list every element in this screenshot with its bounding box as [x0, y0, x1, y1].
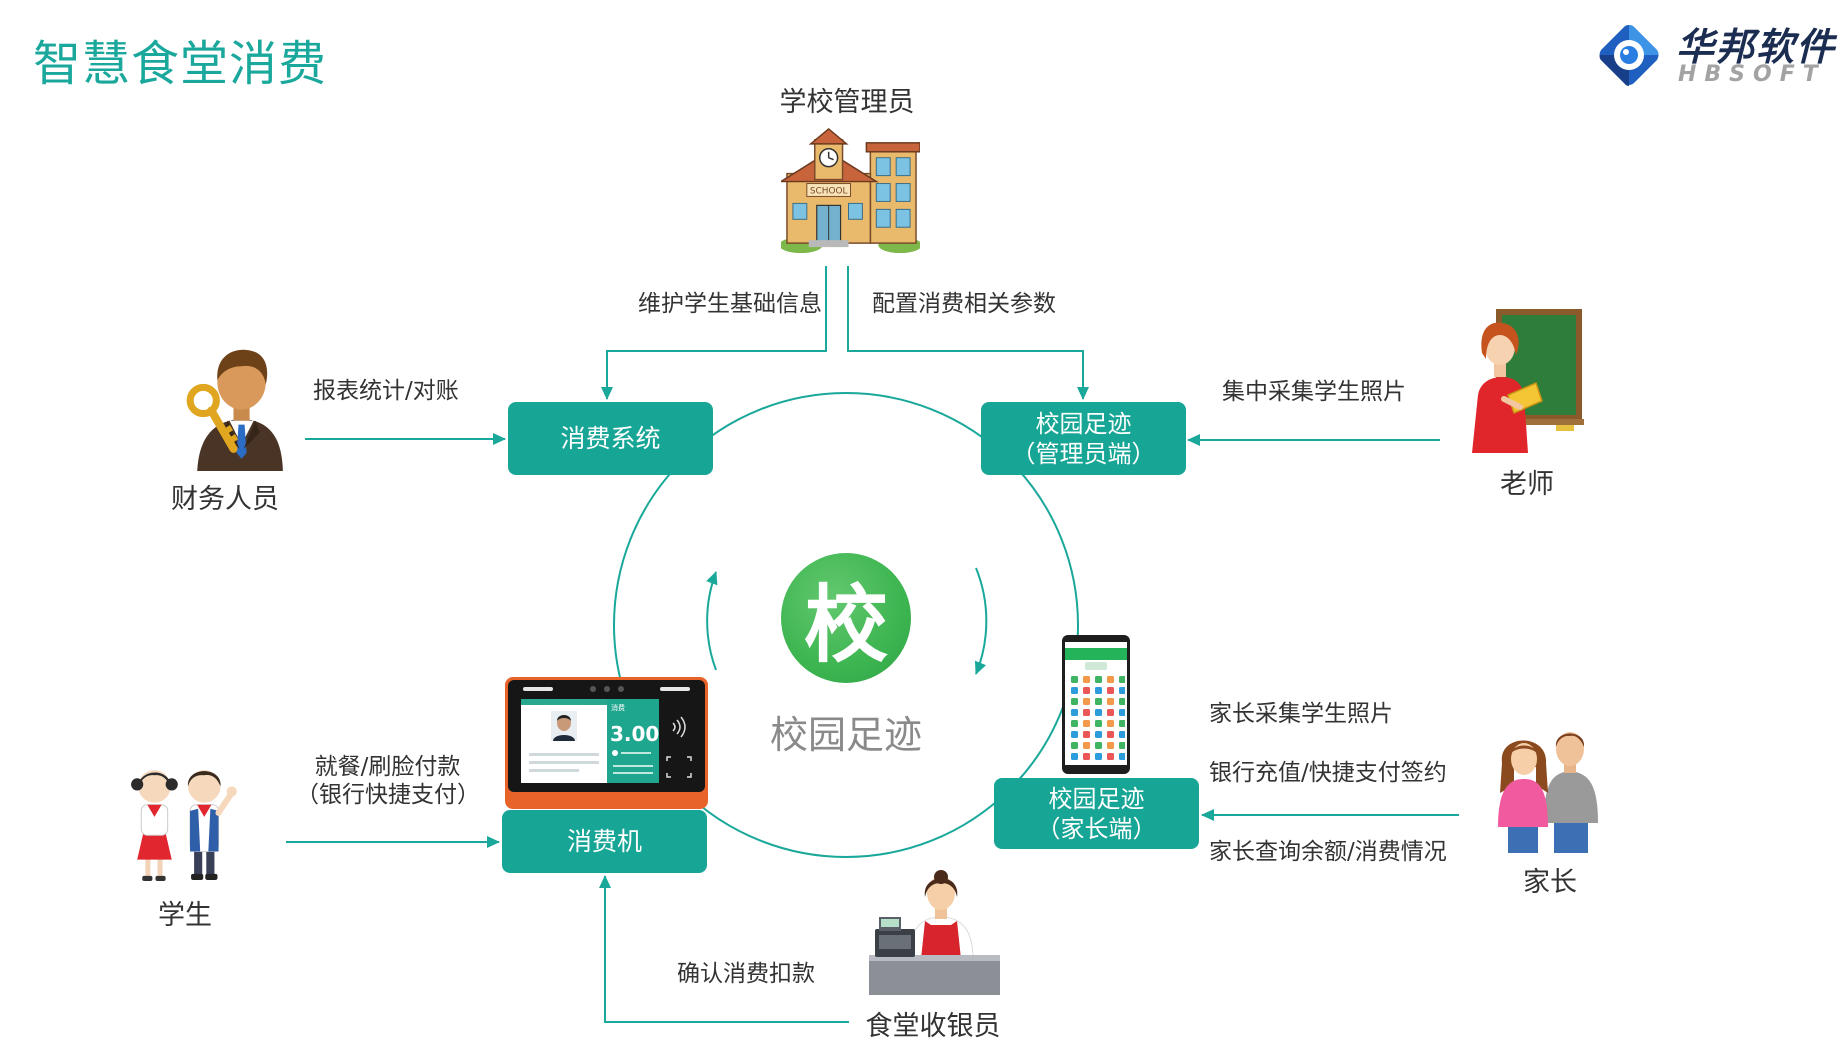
- actor-label-student: 学生: [158, 900, 212, 931]
- node-campus-admin-line2: （管理员端）: [1011, 439, 1156, 468]
- chalkboard: [1494, 309, 1584, 431]
- node-campus-parent-line2: （家长端）: [1036, 814, 1157, 843]
- actor-label-cashier: 食堂收银员: [865, 1011, 1001, 1042]
- cashier-illustration: [869, 869, 1000, 995]
- arrow-cashier-to-pos: [599, 875, 849, 1023]
- terminal-screen-payment: 消费 3.00: [607, 699, 659, 783]
- actor-label-teacher: 老师: [1500, 469, 1554, 500]
- flow-label-admin-to-campus: 配置消费相关参数: [872, 291, 1056, 317]
- terminal-amount: 3.00: [610, 722, 659, 746]
- actor-label-finance: 财务人员: [171, 484, 279, 515]
- face-pay-terminal-illustration: 消费 3.00: [505, 677, 708, 809]
- logo-name-en: HBSOFT: [1678, 62, 1826, 87]
- node-campus-parent: 校园足迹 （家长端）: [994, 778, 1199, 849]
- flow-label-cashier: 确认消费扣款: [677, 961, 815, 987]
- businessman-with-key-illustration: [183, 340, 284, 471]
- clock-icon: [818, 148, 839, 168]
- flow-label-student: 就餐/刷脸付款 （银行快捷支付）: [296, 753, 480, 809]
- teacher-chalkboard-illustration: [1464, 303, 1584, 453]
- flow-label-student-line2: （银行快捷支付）: [296, 782, 480, 808]
- teacher-figure: [1472, 322, 1543, 453]
- businessman-figure: [197, 349, 283, 471]
- logo-name-cn: 华邦软件: [1676, 25, 1837, 69]
- cash-register-icon: [875, 917, 915, 957]
- school-main-building: SCHOOL: [781, 127, 879, 248]
- terminal-screen-title: 消费: [611, 703, 625, 712]
- phone-body: [1062, 635, 1130, 774]
- mobile-app-illustration: [1061, 634, 1131, 775]
- node-pos-machine: 消费机: [502, 810, 707, 873]
- flow-label-teacher: 集中采集学生照片: [1222, 379, 1406, 405]
- flow-label-admin-to-system: 维护学生基础信息: [638, 291, 822, 317]
- cycle-ring: [613, 392, 1079, 858]
- inner-cycle-arrow-left: [706, 571, 718, 671]
- actor-label-parent: 家长: [1523, 867, 1577, 898]
- nfc-reader-icon: [659, 699, 697, 783]
- node-campus-parent-line1: 校园足迹: [1048, 784, 1145, 813]
- father-figure: [1544, 732, 1598, 853]
- key-icon: [186, 383, 239, 453]
- node-consume-system-label: 消费系统: [560, 423, 661, 453]
- girl-figure: [131, 770, 178, 881]
- arrow-admin-to-system: [601, 266, 827, 400]
- campus-footprint-logo-char: 校: [803, 575, 888, 674]
- boy-figure: [187, 770, 237, 880]
- checkout-counter: [869, 955, 1000, 995]
- flow-label-finance: 报表统计/对账: [313, 378, 459, 404]
- flow-label-parent-recharge: 银行充值/快捷支付签约: [1209, 760, 1447, 786]
- node-consume-system: 消费系统: [508, 402, 713, 475]
- parents-illustration: [1488, 723, 1604, 853]
- arrow-admin-to-campus: [847, 266, 1089, 400]
- campus-footprint-name: 校园足迹: [769, 713, 922, 757]
- page-title: 智慧食堂消费: [33, 36, 328, 92]
- node-campus-admin: 校园足迹 （管理员端）: [981, 402, 1186, 475]
- school-building-illustration: SCHOOL: [781, 127, 920, 254]
- cashier-figure: [908, 870, 974, 960]
- flow-label-parent-query: 家长查询余额/消费情况: [1209, 839, 1447, 865]
- school-sign-text: SCHOOL: [810, 186, 848, 196]
- campus-footprint-logo: 校: [781, 553, 911, 683]
- node-pos-machine-label: 消费机: [566, 826, 642, 856]
- students-illustration: [127, 760, 249, 882]
- node-campus-admin-line1: 校园足迹: [1035, 409, 1132, 438]
- terminal-screen-left: [521, 699, 607, 783]
- mother-figure: [1498, 740, 1548, 853]
- actor-label-admin: 学校管理员: [779, 87, 915, 118]
- hbsoft-logo-icon: [1596, 22, 1662, 88]
- inner-cycle-arrow-right: [974, 567, 988, 675]
- flow-label-parent-photo: 家长采集学生照片: [1209, 701, 1393, 727]
- flow-label-student-line1: 就餐/刷脸付款: [314, 754, 461, 780]
- school-right-wing: [865, 142, 920, 244]
